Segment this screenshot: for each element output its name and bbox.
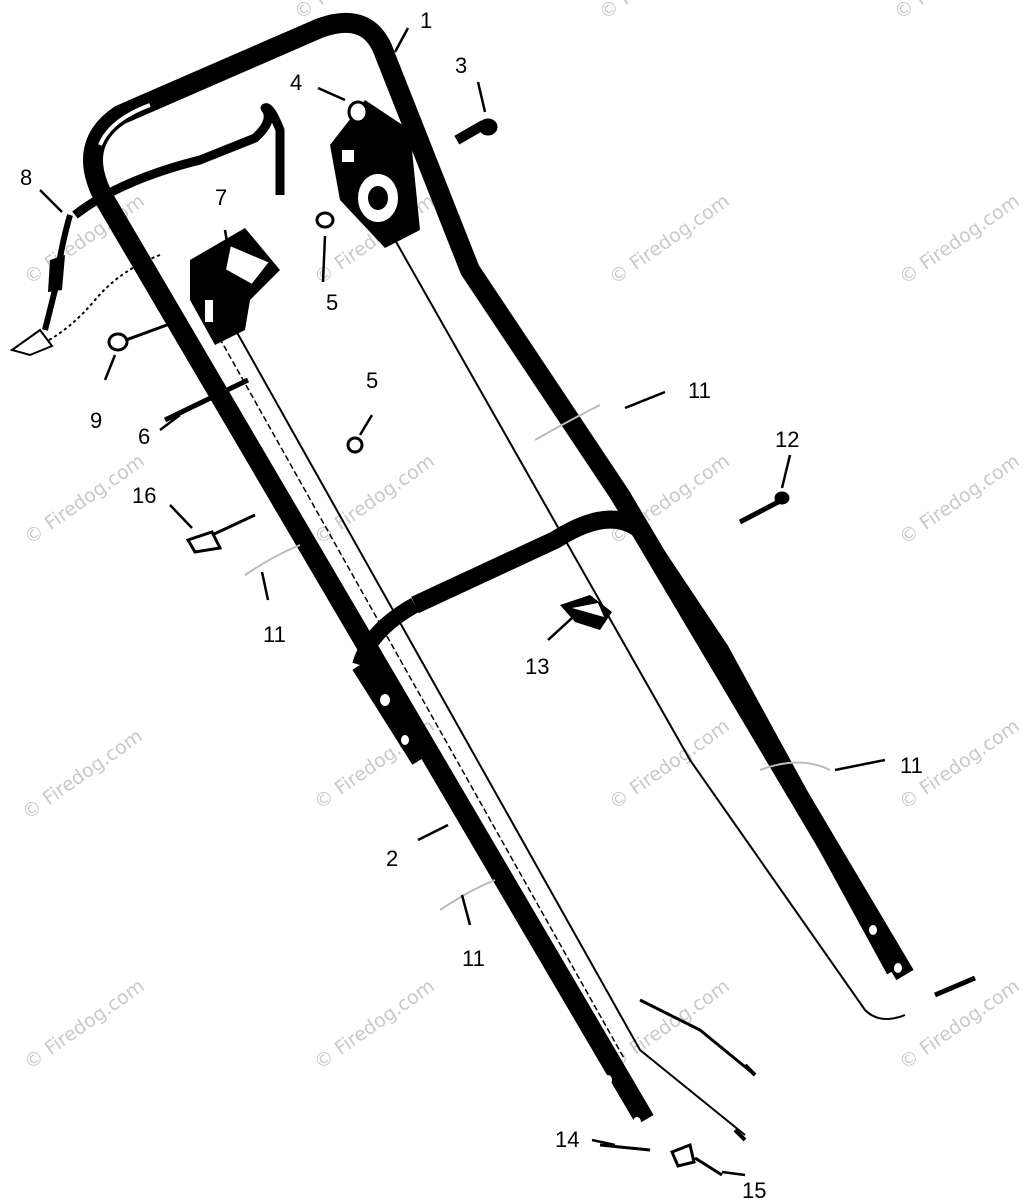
control-cable-right — [394, 239, 906, 1020]
callout-1: 1 — [420, 8, 432, 33]
callout-2: 2 — [386, 846, 398, 871]
callout-4: 4 — [290, 70, 302, 95]
control-bail-wire — [72, 103, 285, 219]
callout-11c: 11 — [900, 753, 923, 778]
watermark: © Firedog.com — [605, 190, 733, 289]
callout-9: 9 — [90, 408, 102, 433]
callout-6: 6 — [138, 424, 150, 449]
watermark: © Firedog.com — [18, 725, 146, 824]
watermark: © Firedog.com — [20, 975, 148, 1074]
lower-handle-left-leg — [352, 660, 428, 765]
starter-rope-handle — [9, 214, 161, 357]
control-cable-left — [229, 319, 746, 1136]
cable-ties — [244, 404, 831, 911]
throttle-control — [190, 228, 280, 345]
watermark: © Firedog.com — [310, 975, 438, 1074]
lower-handle-left-bend — [352, 598, 419, 668]
fasteners — [107, 118, 976, 1177]
upper-handle-highlight — [98, 103, 151, 146]
watermark: © Firedog.com — [595, 0, 723, 24]
callout-11a: 11 — [688, 378, 711, 403]
callout-11d: 11 — [462, 946, 485, 971]
watermark: © Firedog.com — [20, 450, 148, 549]
callout-5: 5 — [326, 290, 338, 315]
callout-3: 3 — [455, 53, 467, 78]
callout-11b: 11 — [263, 622, 286, 647]
watermark: © Firedog.com — [895, 975, 1023, 1074]
watermark: © Firedog.com — [895, 450, 1023, 549]
callout-7: 7 — [215, 185, 227, 210]
callout-5b: 5 — [366, 368, 378, 393]
watermark: © Firedog.com — [890, 0, 1018, 24]
tube-holes — [380, 694, 902, 1127]
callout-16: 16 — [132, 483, 156, 508]
watermark: © Firedog.com — [895, 190, 1023, 289]
callout-12: 12 — [775, 427, 799, 452]
control-cable-left-2 — [214, 329, 626, 1061]
callout-14: 14 — [555, 1127, 579, 1152]
callout-15: 15 — [742, 1178, 766, 1200]
cable-clip — [560, 595, 612, 630]
watermark: © Firedog.com — [605, 975, 733, 1074]
callout-8: 8 — [20, 165, 32, 190]
callout-labels: 1 2 3 4 5 5 6 7 8 9 11 11 11 11 12 13 14… — [20, 8, 923, 1200]
leader-lines — [39, 27, 886, 1177]
watermark: © Firedog.com — [605, 715, 733, 814]
callout-13: 13 — [525, 654, 549, 679]
upper-handle-tube — [83, 12, 914, 1126]
control-cable-rod — [639, 998, 756, 1077]
lower-handle-tube — [411, 510, 903, 975]
engine-control-assembly — [330, 100, 420, 248]
